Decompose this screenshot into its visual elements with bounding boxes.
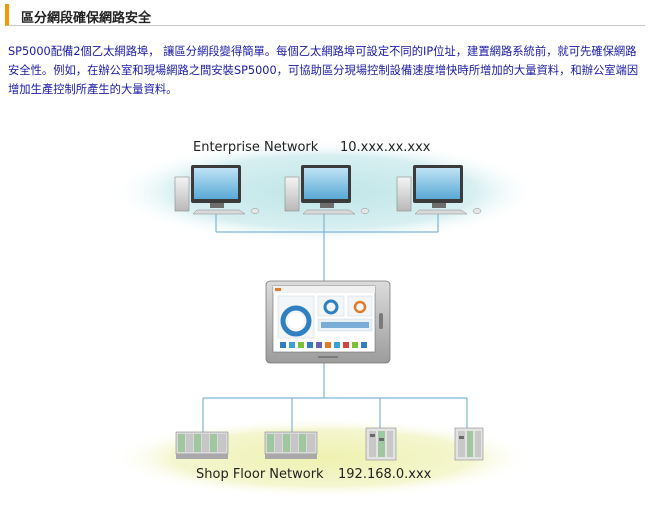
desktop-pc-icon	[284, 165, 370, 215]
section-header: 區分網段確保網路安全	[5, 4, 645, 26]
shopfloor-network-address: 192.168.0.xxx	[338, 467, 432, 482]
io-module-icon	[454, 427, 484, 461]
section-title: 區分網段確保網路安全	[21, 11, 152, 26]
shopfloor-wiring	[202, 362, 468, 432]
enterprise-network-address: 10.xxx.xx.xxx	[340, 140, 431, 155]
hmi-panel-icon	[265, 280, 391, 364]
enterprise-network-label: Enterprise Network	[193, 140, 319, 155]
desktop-pc-icon	[396, 165, 482, 215]
io-module-icon	[365, 427, 397, 461]
section-description: SP5000配備2個乙太網路埠， 讓區分網段變得簡單。每個乙太網路埠可設定不同的…	[8, 45, 639, 96]
shopfloor-network-label: Shop Floor Network	[196, 467, 324, 482]
desktop-pc-icon	[174, 165, 260, 215]
plc-rack-icon	[264, 431, 318, 459]
plc-rack-icon	[175, 431, 229, 459]
